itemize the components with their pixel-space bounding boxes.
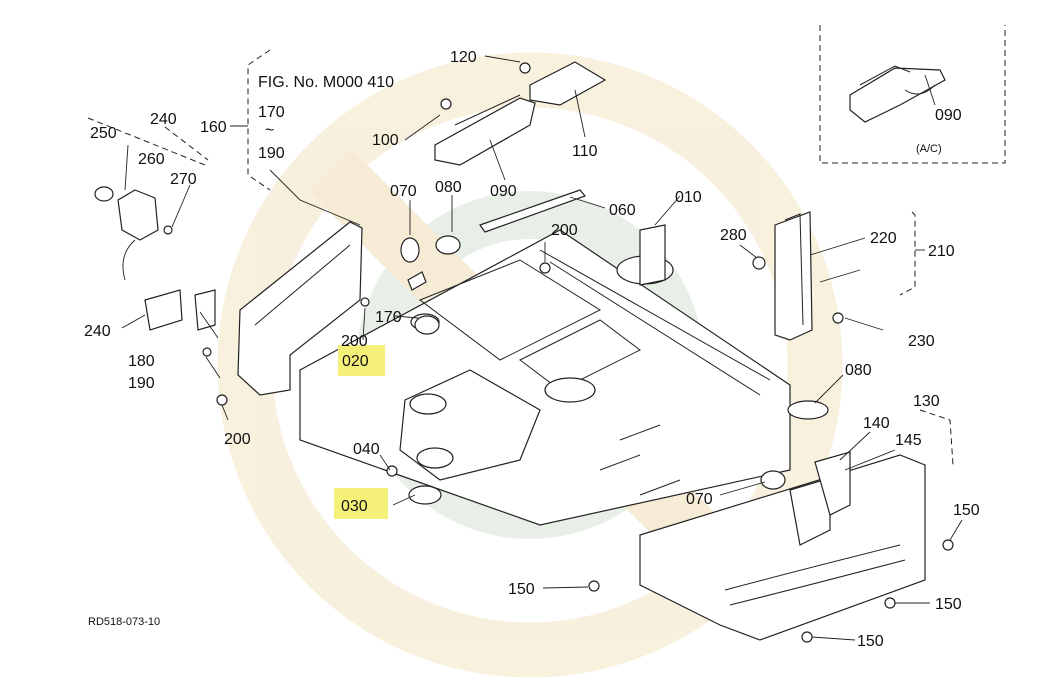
range-ref: 160 <box>200 119 227 136</box>
callout-210: 210 <box>928 243 955 260</box>
callout-280: 280 <box>720 227 747 244</box>
callout-010: 010 <box>675 189 702 206</box>
callout-080: 080 <box>435 179 462 196</box>
right-side-frame <box>774 211 813 341</box>
callout-145: 145 <box>895 432 922 449</box>
callout-100: 100 <box>372 132 399 149</box>
callout-090-ac: 090 <box>935 107 962 124</box>
left-side-frame <box>237 221 363 396</box>
leader-lines <box>121 55 963 641</box>
latch-assembly <box>87 117 216 331</box>
callout-230: 230 <box>908 333 935 350</box>
bolts <box>163 62 954 643</box>
callout-110: 110 <box>572 143 598 160</box>
callout-150-left: 150 <box>508 581 535 598</box>
callout-020: 020 <box>342 353 369 370</box>
top-plates <box>434 61 607 233</box>
callout-200-left: 200 <box>224 431 251 448</box>
fig-bracket <box>247 49 271 191</box>
callout-190: 190 <box>128 375 155 392</box>
highlight-020 <box>338 345 385 376</box>
ac-inset-box <box>819 25 1006 164</box>
callout-140: 140 <box>863 415 890 432</box>
callout-070-right: 070 <box>686 491 713 508</box>
callout-260: 260 <box>138 151 165 168</box>
callout-240-top: 240 <box>150 111 177 128</box>
callout-150-right: 150 <box>953 502 980 519</box>
callout-200-top: 200 <box>551 222 578 239</box>
highlight-030 <box>334 488 388 519</box>
callout-270: 270 <box>170 171 197 188</box>
swing-bracket <box>399 313 541 505</box>
callout-070: 070 <box>390 183 417 200</box>
drawing-code: RD518-073-10 <box>88 616 160 628</box>
figure-number: FIG. No. M000 410 <box>258 74 394 91</box>
callout-120: 120 <box>450 49 477 66</box>
callout-250: 250 <box>90 125 117 142</box>
callout-200-mid: 200 <box>341 333 368 350</box>
range-from: 170 <box>258 104 285 121</box>
callout-080-right: 080 <box>845 362 872 379</box>
range-to: 190 <box>258 145 285 162</box>
callout-030: 030 <box>341 498 368 515</box>
callout-150-bottom-right: 150 <box>935 596 962 613</box>
callout-220: 220 <box>870 230 897 247</box>
callout-170: 170 <box>375 309 402 326</box>
rubber-parts <box>400 235 829 490</box>
range-separator: ~ <box>265 122 274 139</box>
callout-150-bottom: 150 <box>857 633 884 650</box>
callout-180: 180 <box>128 353 155 370</box>
counterweight <box>639 451 926 641</box>
callout-040: 040 <box>353 441 380 458</box>
callout-240-bottom: 240 <box>84 323 111 340</box>
callout-130: 130 <box>913 393 940 410</box>
inset-caption: (A/C) <box>916 143 942 155</box>
callout-060: 060 <box>609 202 636 219</box>
callout-090: 090 <box>490 183 517 200</box>
